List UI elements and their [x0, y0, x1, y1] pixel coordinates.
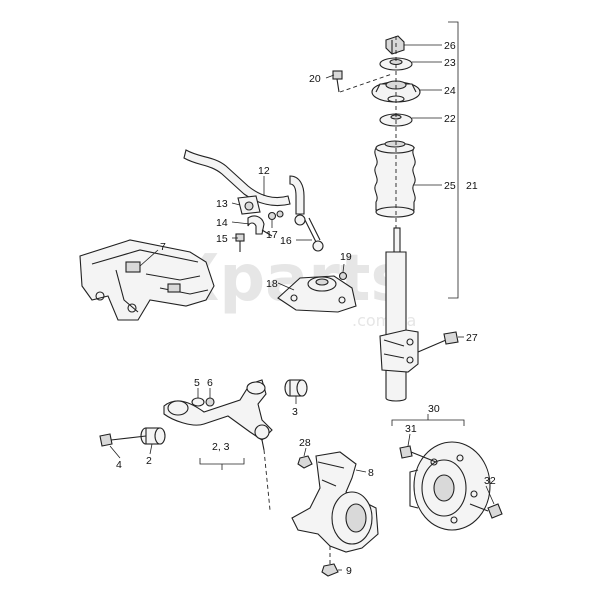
- bolt-part-20: [332, 70, 393, 93]
- bracket-2-3: [199, 458, 245, 470]
- bushing-part-13: [237, 195, 261, 215]
- callout-17: 17: [266, 229, 278, 241]
- link-part-16: [294, 214, 324, 252]
- bolt-part-15: [235, 233, 245, 252]
- callout-7: 7: [160, 241, 166, 253]
- nut-part-17: [267, 210, 284, 221]
- callout-26: 26: [444, 40, 456, 52]
- bushing-part-5-6: [191, 397, 215, 407]
- callout-12: 12: [258, 165, 270, 177]
- callout-32: 32: [484, 475, 496, 487]
- bracket-30: [391, 414, 465, 426]
- callout-20: 20: [309, 73, 321, 85]
- callout-4: 4: [116, 459, 122, 471]
- leader-lines: [109, 44, 495, 571]
- watermark-domain: .com.ua: [352, 311, 416, 330]
- callout-25: 25: [444, 180, 456, 192]
- callout-8: 8: [368, 467, 374, 479]
- subframe-part-7: [79, 239, 215, 321]
- callout-6: 6: [207, 377, 213, 389]
- callout-21: 21: [466, 180, 478, 192]
- callout-2: 2: [146, 455, 152, 467]
- callout-18: 18: [266, 278, 278, 290]
- steering-knuckle-part-8: [291, 451, 379, 553]
- assembly-line-1: [263, 449, 271, 511]
- bolt-part-32: [469, 503, 503, 519]
- callout-13: 13: [216, 198, 228, 210]
- nut-part-26: [385, 35, 405, 55]
- callout-9: 9: [346, 565, 352, 577]
- spring-seat-part-18: [277, 275, 357, 313]
- bolt-part-4: [99, 433, 147, 447]
- shock-absorber: [379, 36, 419, 402]
- callout-2-3: 2, 3: [212, 441, 230, 453]
- bolt-part-27: [417, 331, 459, 353]
- nut-part-28: [297, 455, 313, 469]
- callout-23: 23: [444, 57, 456, 69]
- callout-22: 22: [444, 113, 456, 125]
- nut-part-19: [338, 271, 348, 281]
- callout-labels: 26 23 20 24 22 25 21 12 13 14 15 17 16 7…: [116, 40, 496, 577]
- bump-stop-part-25: [374, 140, 416, 218]
- callout-14: 14: [216, 217, 228, 229]
- control-arm: [163, 379, 273, 451]
- bolt-part-31: [399, 445, 437, 463]
- bracket-21: [448, 21, 459, 299]
- nut-part-9: [321, 563, 339, 577]
- callout-19: 19: [340, 251, 352, 263]
- callout-28: 28: [299, 437, 311, 449]
- bushing-part-3: [284, 379, 308, 397]
- callout-16: 16: [280, 235, 292, 247]
- callout-24: 24: [444, 85, 456, 97]
- stabilizer-bar: [183, 149, 305, 215]
- callout-27: 27: [466, 332, 478, 344]
- callout-3: 3: [292, 406, 298, 418]
- callout-5: 5: [194, 377, 200, 389]
- callout-15: 15: [216, 233, 228, 245]
- wheel-hub-part-30: [409, 441, 491, 531]
- strut-mount-part-24: [371, 80, 421, 103]
- callout-30: 30: [428, 403, 440, 415]
- callout-31: 31: [405, 423, 417, 435]
